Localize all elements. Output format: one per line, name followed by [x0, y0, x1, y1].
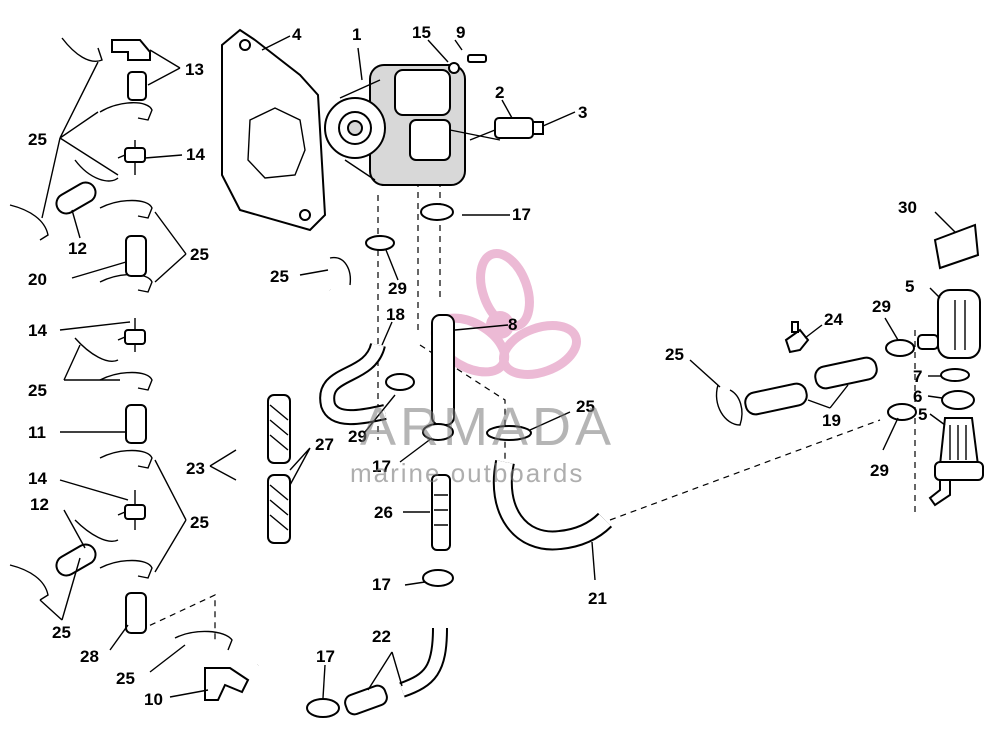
inline-filters — [55, 181, 97, 577]
callout-25i: 25 — [665, 345, 684, 364]
callout-9: 9 — [456, 23, 465, 42]
connector-tubes — [125, 235, 147, 634]
callout-25f: 25 — [116, 669, 135, 688]
callout-24: 24 — [824, 310, 843, 329]
inline-filter-26 — [431, 474, 451, 551]
callout-5a: 5 — [905, 277, 914, 296]
callout-15: 15 — [412, 23, 431, 42]
callout-4: 4 — [292, 25, 302, 44]
callout-labels: 1 2 3 4 9 15 13 25 14 12 20 25 14 25 11 … — [28, 23, 927, 709]
o-ring-and-gasket — [940, 368, 975, 410]
callout-12b: 12 — [30, 495, 49, 514]
callout-17d: 17 — [316, 647, 335, 666]
connector-24 — [784, 321, 810, 354]
callout-17c: 17 — [372, 575, 391, 594]
elbow-fitting-13 — [111, 39, 151, 101]
callout-28: 28 — [80, 647, 99, 666]
callout-25a: 25 — [28, 130, 47, 149]
callout-29d: 29 — [870, 461, 889, 480]
callout-25c: 25 — [28, 381, 47, 400]
fuel-hoses-22 — [344, 627, 448, 716]
callout-25h: 25 — [576, 397, 595, 416]
callout-1: 1 — [352, 25, 361, 44]
fuel-hose-21 — [492, 459, 613, 551]
callout-17a: 17 — [512, 205, 531, 224]
hose-clamps-center — [306, 203, 532, 718]
hose-sleeves-27 — [267, 394, 291, 544]
armada-propeller-logo — [430, 249, 581, 379]
callout-12a: 12 — [68, 239, 87, 258]
filter-element-bottom — [928, 417, 984, 507]
callout-13: 13 — [185, 60, 204, 79]
callout-7: 7 — [913, 367, 922, 386]
hose-clamps-29-right — [885, 339, 917, 421]
curved-hose-18 — [319, 342, 387, 426]
callout-14a: 14 — [186, 145, 205, 164]
callout-23: 23 — [186, 459, 205, 478]
tee-fittings — [117, 140, 146, 530]
callout-22: 22 — [372, 627, 391, 646]
fuel-pump — [324, 64, 501, 186]
primer-fitting — [469, 117, 544, 141]
watermark-title: ARMADA — [360, 397, 616, 457]
callout-14c: 14 — [28, 469, 47, 488]
leader-lines — [39, 35, 956, 699]
callout-25g: 25 — [270, 267, 289, 286]
filter-housing-top — [917, 289, 981, 359]
elbow-fitting-10 — [204, 667, 250, 701]
callout-2: 2 — [495, 83, 504, 102]
screw-and-washer — [448, 54, 487, 74]
callout-29a: 29 — [388, 279, 407, 298]
callout-30: 30 — [898, 198, 917, 217]
callout-11: 11 — [28, 423, 46, 442]
callout-25b: 25 — [190, 245, 209, 264]
filter-strap-30 — [933, 223, 980, 270]
callout-14b: 14 — [28, 321, 47, 340]
callout-5b: 5 — [918, 405, 927, 424]
callout-18: 18 — [386, 305, 405, 324]
callout-25d: 25 — [190, 513, 209, 532]
callout-6: 6 — [913, 387, 922, 406]
callout-3: 3 — [578, 103, 587, 122]
callout-26: 26 — [374, 503, 393, 522]
callout-21: 21 — [588, 589, 607, 608]
callout-19: 19 — [822, 411, 841, 430]
callout-29b: 29 — [348, 427, 367, 446]
callout-20: 20 — [28, 270, 47, 289]
mounting-bracket — [221, 28, 327, 232]
callout-8: 8 — [508, 315, 517, 334]
callout-29c: 29 — [872, 297, 891, 316]
hose-clamp-right — [715, 384, 743, 426]
callout-27: 27 — [315, 435, 334, 454]
callout-10: 10 — [144, 690, 163, 709]
callout-25e: 25 — [52, 623, 71, 642]
fuel-hoses-19 — [744, 356, 878, 416]
watermark-subtitle: marine outboards — [350, 458, 585, 488]
callout-17b: 17 — [372, 457, 391, 476]
